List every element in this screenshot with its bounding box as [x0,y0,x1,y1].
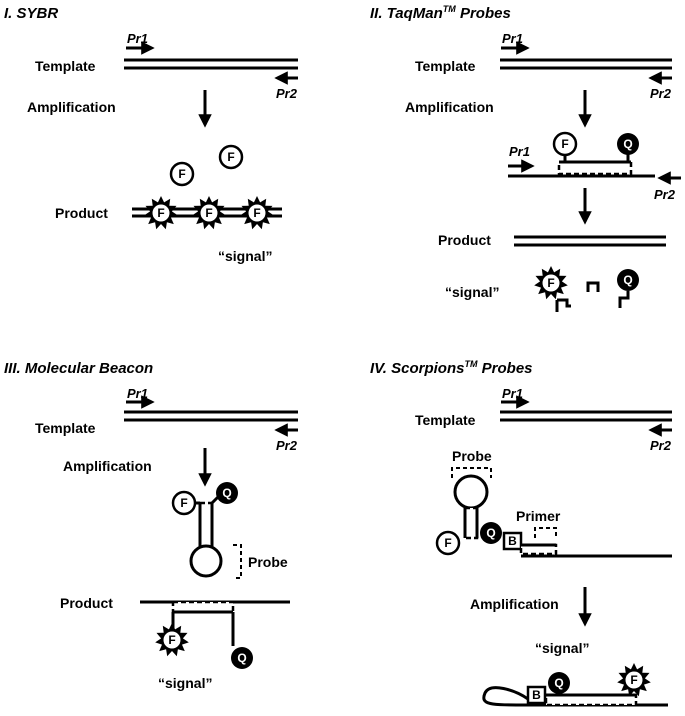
probe-label: Probe [452,448,492,464]
svg-text:Q: Q [554,676,563,690]
primer-pr2-label: Pr2 [276,86,298,101]
panel-molecular-beacon: III. Molecular Beacon Pr1 Template Pr2 A… [4,360,298,691]
probe-bracket [233,544,242,579]
panel-title-sybr: I. SYBR [4,5,58,22]
signal-label: “signal” [535,640,589,656]
product-label: Product [60,595,113,611]
signal-label: “signal” [158,675,212,691]
amplification-label: Amplification [27,99,116,115]
svg-text:F: F [444,536,451,550]
amplification-label: Amplification [63,458,152,474]
panel-scorpions: IV. ScorpionsTM Probes Pr1 Template Pr2 … [370,359,672,707]
quencher: Q [548,672,570,694]
template-label: Template [35,420,96,436]
svg-text:F: F [168,633,175,647]
svg-text:B: B [508,534,517,548]
signal-label: “signal” [218,248,272,264]
probe-stem [463,506,479,540]
probe-fragment [586,281,600,292]
product-label: Product [55,205,108,221]
primer-pr1-label: Pr1 [127,386,148,401]
template-label: Template [415,412,476,428]
released-quencher: Q [617,269,639,291]
primer-pr2-label: Pr2 [650,438,672,453]
svg-text:Q: Q [222,486,231,500]
taqman-probe [557,160,633,176]
primer-pr1-label: Pr1 [502,386,523,401]
panel-title-scorpions: IV. ScorpionsTM Probes [370,359,533,377]
primer-pr2-label: Pr2 [276,438,298,453]
bound-fluorophore: F [144,196,178,230]
signal-label: “signal” [445,284,499,300]
probe-bracket [451,467,492,478]
amplification-label: Amplification [405,99,494,115]
primer-pr1-label: Pr1 [502,31,523,46]
probe-label: Probe [248,554,288,570]
svg-text:F: F [227,150,234,164]
svg-text:F: F [561,137,568,151]
quencher: Q [216,482,238,504]
amplification-label: Amplification [470,596,559,612]
svg-text:F: F [180,496,187,510]
quencher: Q [617,133,639,155]
svg-text:F: F [157,206,164,220]
free-fluorophore: F [169,161,195,187]
blocker: B [526,685,547,705]
svg-text:B: B [532,688,541,702]
molecular-beacon-hairpin [189,495,223,578]
bound-fluorophore: F [240,196,274,230]
fluorophore: F [171,490,197,516]
released-fluorophore: F [534,266,568,300]
quencher: Q [231,647,253,669]
svg-text:F: F [205,206,212,220]
primer-pr2-label: Pr2 [650,86,672,101]
template-label: Template [35,58,96,74]
svg-text:Q: Q [623,273,632,287]
fluorophore: F [435,530,461,556]
released-fluorophore: F [617,663,651,697]
svg-text:Q: Q [623,137,632,151]
panel-title-molecular-beacon: III. Molecular Beacon [4,360,153,377]
primer-pr2-label: Pr2 [654,187,676,202]
primer-bracket [534,527,557,538]
svg-text:F: F [547,276,554,290]
fluorophore: F [552,131,578,157]
blocker: B [502,531,523,551]
probe-loop [453,474,489,510]
primer-pr1-label: Pr1 [127,31,148,46]
primer-pr1-label: Pr1 [509,144,530,159]
quencher: Q [480,522,502,544]
free-fluorophore: F [218,144,244,170]
svg-text:Q: Q [486,526,495,540]
svg-text:F: F [630,673,637,687]
template-label: Template [415,58,476,74]
svg-text:F: F [253,206,260,220]
bound-fluorophore: F [192,196,226,230]
product-label: Product [438,232,491,248]
primer-label: Primer [516,508,561,524]
product-loop [482,686,529,707]
probe-fragment [618,291,630,308]
panel-taqman: II. TaqManTM Probes Pr1 Template Pr2 Amp… [370,4,681,312]
released-fluorophore: F [155,623,189,657]
panel-title-taqman: II. TaqManTM Probes [370,4,511,22]
svg-text:F: F [178,167,185,181]
svg-text:Q: Q [237,651,246,665]
panel-sybr: I. SYBR Pr1 Template Pr2 Amplification F… [4,5,298,264]
probe-fragment [555,298,571,312]
